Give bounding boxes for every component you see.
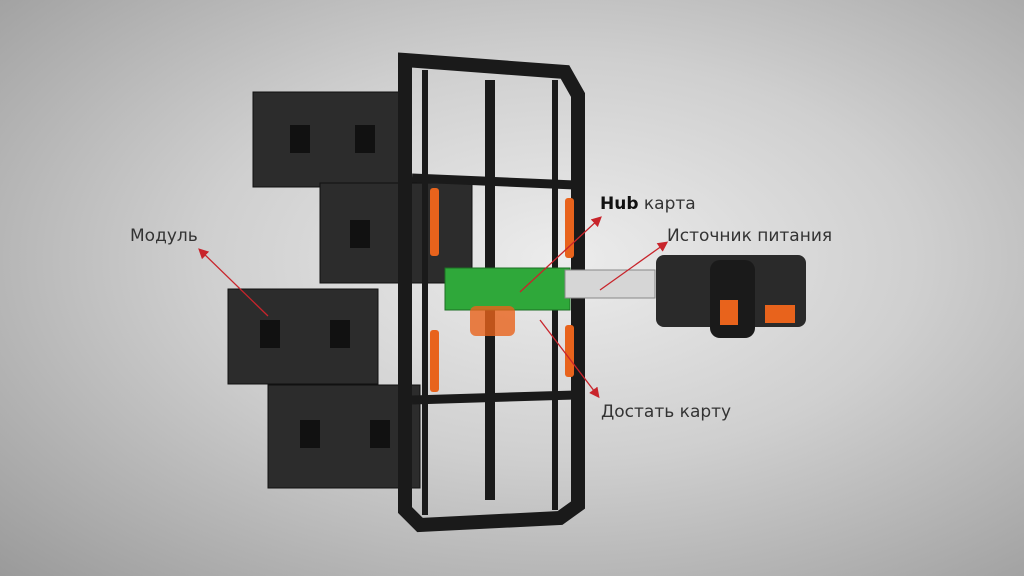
power-supply (656, 255, 806, 338)
hub-label-rest: карта (638, 194, 696, 214)
module-label: Модуль (130, 226, 198, 246)
led-modules (227, 91, 473, 489)
hub-card (444, 267, 656, 336)
hub-card-label: Hub карта (600, 194, 696, 214)
hub-label-bold: Hub (600, 194, 639, 214)
power-supply-label: Источник питания (667, 226, 833, 246)
arrows (198, 216, 669, 399)
remove-card-label: Достать карту (601, 402, 732, 422)
orange-handles (430, 188, 574, 392)
